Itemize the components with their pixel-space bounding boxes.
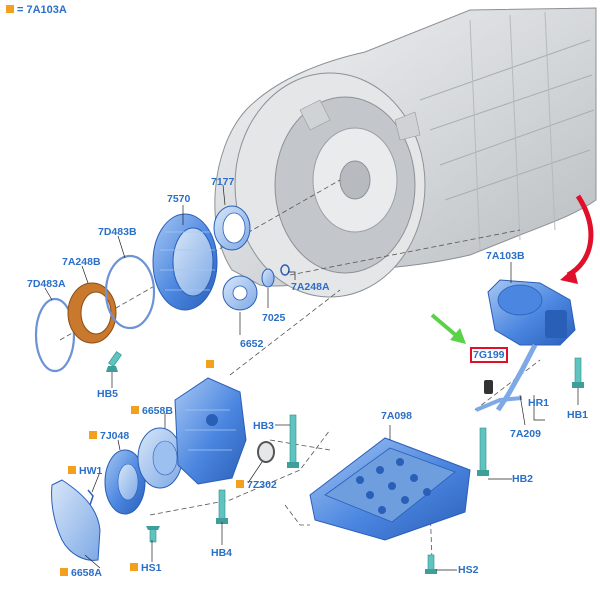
- label-7177: 7177: [211, 176, 235, 188]
- o-ring-7a248a: [280, 264, 290, 276]
- label-7a103b: 7A103B: [486, 250, 525, 262]
- label-hs1: HS1: [130, 562, 161, 574]
- pump-body: [174, 377, 247, 485]
- bracket-7a209: [475, 396, 523, 412]
- transmission-housing: [214, 7, 597, 298]
- green-arrow-icon: [430, 313, 466, 344]
- label-hb1: HB1: [567, 409, 589, 421]
- label-hs2: HS2: [458, 564, 479, 576]
- orange-square-marker-icon: [130, 563, 138, 571]
- label-hb2: HB2: [512, 473, 534, 485]
- label-6658a: 6658A: [60, 567, 102, 579]
- sensor-7g199: [484, 380, 493, 394]
- legend-text: = 7A103A: [17, 4, 67, 16]
- bolt-hb3: [287, 414, 299, 468]
- snap-ring-7d483b: [104, 254, 156, 330]
- label-hb3: HB3: [253, 420, 275, 432]
- orange-square-marker-icon: [6, 5, 14, 13]
- label-6658a-text: 6658A: [71, 567, 102, 579]
- label-6652: 6652: [240, 338, 264, 350]
- bolt-hb4: [216, 489, 228, 524]
- orange-square-marker-icon: [89, 431, 97, 439]
- label-7j048: 7J048: [89, 430, 129, 442]
- label-hs1-text: HS1: [141, 562, 162, 574]
- ring-7177: [213, 205, 251, 251]
- bolt-hb1: [572, 357, 584, 388]
- label-hw1: HW1: [68, 465, 102, 477]
- label-hr1: HR1: [528, 397, 550, 409]
- label-7j048-text: 7J048: [100, 430, 130, 442]
- label-6658b-text: 6658B: [142, 405, 173, 417]
- label-7a209: 7A209: [510, 428, 541, 440]
- label-7d483b: 7D483B: [98, 226, 137, 238]
- label-7570: 7570: [167, 193, 191, 205]
- pump-cover-6658a: [51, 479, 101, 561]
- bolt-hb2: [477, 427, 489, 476]
- orange-square-marker-icon: [236, 480, 244, 488]
- screw-hs1: [146, 526, 160, 543]
- orange-square-marker-icon: [68, 466, 76, 474]
- label-7a248a: 7A248A: [291, 281, 330, 293]
- label-7a248b: 7A248B: [62, 256, 101, 268]
- seal-7z302: [257, 441, 275, 463]
- label-hw1-text: HW1: [79, 465, 103, 477]
- bolt-hb5: [106, 351, 122, 372]
- clip-hw1: [87, 489, 94, 506]
- solenoid-assembly-7a103b: [487, 279, 576, 412]
- label-7z302: 7Z302: [236, 479, 277, 491]
- label-hb4: HB4: [211, 547, 233, 559]
- label-7d483a: 7D483A: [27, 278, 66, 290]
- label-7a098: 7A098: [381, 410, 412, 422]
- orange-square-marker-icon: [206, 360, 214, 368]
- orange-square-marker-icon: [131, 406, 139, 414]
- label-hb5: HB5: [97, 388, 119, 400]
- plate-6658b: [137, 427, 183, 489]
- valve-body-7a098: [309, 437, 471, 541]
- red-curved-arrow-icon: [560, 194, 594, 284]
- ring-6652: [222, 275, 258, 311]
- label-6658b: 6658B: [131, 405, 173, 417]
- orange-square-marker-icon: [60, 568, 68, 576]
- label-7025: 7025: [262, 312, 286, 324]
- legend: = 7A103A: [6, 4, 69, 16]
- gear-disk-7j048: [104, 449, 146, 515]
- clutch-drum-7570: [152, 213, 218, 311]
- seal-ring-7a248b: [67, 282, 117, 344]
- screw-hs2: [425, 554, 437, 574]
- snap-ring-7d483a: [34, 297, 76, 373]
- label-7z302-text: 7Z302: [247, 479, 277, 491]
- label-7g199: 7G199: [470, 347, 508, 363]
- washer-7025: [261, 268, 275, 288]
- leader-lines: [44, 184, 579, 571]
